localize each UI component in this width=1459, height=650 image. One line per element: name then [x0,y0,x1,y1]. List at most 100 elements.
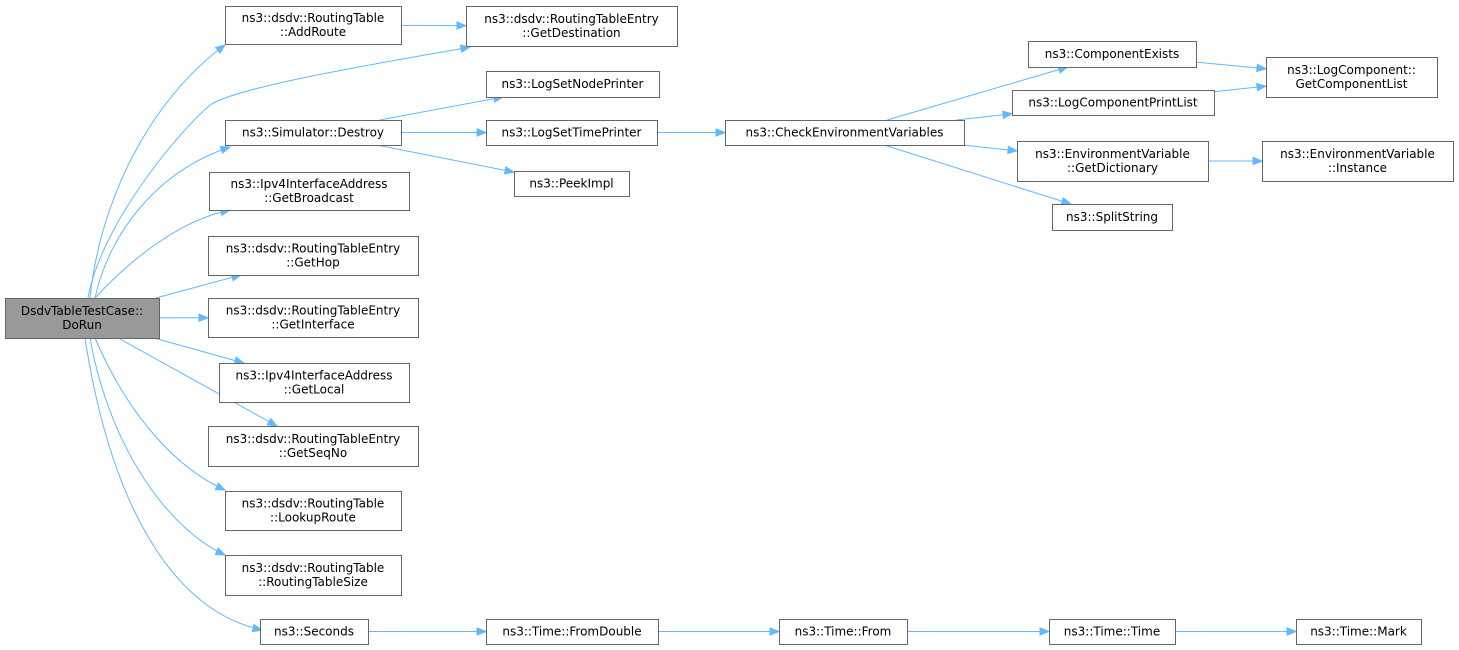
node-timetime-box [1049,619,1176,645]
node-compexists[interactable]: ns3::ComponentExists [1028,41,1197,68]
edge-checkenv-to-logprintlist-arrowhead [1002,110,1014,120]
node-root-label-0: DsdvTableTestCase:: [21,304,143,318]
node-getseqno[interactable]: ns3::dsdv::RoutingTableEntry::GetSeqNo [208,426,419,467]
node-timemark[interactable]: ns3::Time::Mark [1296,619,1422,645]
node-addroute-label-0: ns3::dsdv::RoutingTable [242,11,385,25]
node-timetime-label-0: ns3::Time::Time [1064,625,1160,639]
node-lookuproute-label-0: ns3::dsdv::RoutingTable [242,497,385,511]
node-getlocal-box [219,363,410,403]
node-getdest[interactable]: ns3::dsdv::RoutingTableEntry::GetDestina… [466,6,678,47]
node-getdest-label-1: ::GetDestination [522,26,620,40]
node-getinterface-box [208,298,419,338]
edge-root-to-tablesize [89,337,226,556]
node-timetime[interactable]: ns3::Time::Time [1049,619,1176,645]
edge-getdict-to-envinstance-arrowhead [1252,156,1264,166]
node-timemark-label-0: ns3::Time::Mark [1310,625,1407,639]
node-getcomplist-label-1: GetComponentList [1295,77,1407,91]
node-logprintlist[interactable]: ns3::LogComponentPrintList [1012,90,1215,116]
node-addroute[interactable]: ns3::dsdv::RoutingTable::AddRoute [225,6,402,45]
edge-root-to-getseqno [117,337,278,427]
node-getseqno-label-1: ::GetSeqNo [279,446,347,460]
node-timefrom[interactable]: ns3::Time::From [779,619,908,645]
edge-root-to-gethop [155,274,242,299]
edge-root-to-tablesize-arrowhead [214,547,227,556]
node-getbroadcast[interactable]: ns3::Ipv4InterfaceAddress::GetBroadcast [209,172,410,211]
node-getdest-box [466,6,678,47]
node-getinterface-label-0: ns3::dsdv::RoutingTableEntry [226,304,401,318]
node-tablesize-label-1: ::RoutingTableSize [258,575,368,589]
edge-compexists-to-getcomplist-arrowhead [1256,63,1268,73]
node-fromdouble-box [486,619,659,645]
node-tablesize-label-0: ns3::dsdv::RoutingTable [242,561,385,575]
edge-timetime-to-timemark-arrowhead [1286,627,1298,636]
node-getdict-label-1: ::GetDictionary [1067,161,1158,175]
nodes-layer: DsdvTableTestCase::DoRunns3::dsdv::Routi… [5,6,1454,645]
node-getcomplist[interactable]: ns3::LogComponent::GetComponentList [1266,57,1438,98]
node-destroy[interactable]: ns3::Simulator::Destroy [225,120,402,146]
node-getinterface[interactable]: ns3::dsdv::RoutingTableEntry::GetInterfa… [208,298,419,338]
node-getbroadcast-label-0: ns3::Ipv4InterfaceAddress [231,177,388,191]
node-getseqno-label-0: ns3::dsdv::RoutingTableEntry [226,432,401,446]
node-fromdouble-label-0: ns3::Time::FromDouble [502,625,641,639]
node-getdict-box [1017,141,1209,182]
edge-root-to-getdest [87,46,471,299]
node-getdest-label-0: ns3::dsdv::RoutingTableEntry [484,12,659,26]
node-gethop[interactable]: ns3::dsdv::RoutingTableEntry::GetHop [208,236,419,276]
node-timefrom-box [779,619,908,645]
node-envinstance[interactable]: ns3::EnvironmentVariable::Instance [1262,141,1454,182]
node-tablesize-box [225,555,402,596]
node-lookuproute[interactable]: ns3::dsdv::RoutingTable::LookupRoute [225,491,402,531]
node-destroy-label-0: ns3::Simulator::Destroy [242,126,384,140]
node-getdict[interactable]: ns3::EnvironmentVariable::GetDictionary [1017,141,1209,182]
edge-root-to-seconds [84,337,263,631]
node-timefrom-label-0: ns3::Time::From [795,625,892,639]
node-splitstring[interactable]: ns3::SplitString [1052,204,1173,231]
node-seconds-box [260,619,369,645]
edge-root-to-getlocal [153,337,244,364]
node-root-label-1: DoRun [62,318,102,332]
edge-root-to-getseqno-arrowhead [266,417,279,427]
node-getinterface-label-1: ::GetInterface [271,318,354,332]
node-getlocal-label-1: ::GetLocal [284,383,345,397]
edge-checkenv-to-compexists [886,66,1068,121]
node-getbroadcast-label-1: ::GetBroadcast [264,191,354,205]
node-lookuproute-box [225,491,402,531]
node-logtimeprinter-box [486,120,658,146]
node-tablesize[interactable]: ns3::dsdv::RoutingTable::RoutingTableSiz… [225,555,402,596]
edge-destroy-to-logtimeprinter-arrowhead [476,128,488,137]
node-splitstring-label-0: ns3::SplitString [1066,210,1158,224]
edge-logprintlist-to-getcomplist-arrowhead [1256,82,1268,92]
node-checkenv[interactable]: ns3::CheckEnvironmentVariables [725,120,965,146]
node-addroute-box [225,6,402,45]
node-logtimeprinter[interactable]: ns3::LogSetTimePrinter [486,120,658,146]
edge-root-to-addroute [89,44,226,299]
node-seconds[interactable]: ns3::Seconds [260,619,369,645]
node-root[interactable]: DsdvTableTestCase::DoRun [5,298,160,339]
edge-root-to-seconds-arrowhead [251,623,264,633]
node-getdict-label-0: ns3::EnvironmentVariable [1035,147,1190,161]
node-getbroadcast-box [209,172,410,211]
node-peekimpl[interactable]: ns3::PeekImpl [514,171,630,197]
node-lookuproute-label-1: ::LookupRoute [270,511,356,525]
node-gethop-box [208,236,419,276]
edge-fromdouble-to-timefrom-arrowhead [769,627,781,636]
edge-logtimeprinter-to-checkenv-arrowhead [715,128,727,137]
edge-checkenv-to-getdict-arrowhead [1007,145,1019,155]
node-lognodeprinter[interactable]: ns3::LogSetNodePrinter [486,71,660,98]
node-splitstring-box [1052,204,1173,231]
edge-destroy-to-lognodeprinter [379,96,504,121]
node-gethop-label-0: ns3::dsdv::RoutingTableEntry [226,242,401,256]
node-envinstance-label-1: ::Instance [1328,161,1387,175]
node-timemark-box [1296,619,1422,645]
node-gethop-label-1: ::GetHop [286,256,339,270]
node-getlocal[interactable]: ns3::Ipv4InterfaceAddress::GetLocal [219,363,410,403]
edge-checkenv-to-splitstring-arrowhead [1060,197,1073,206]
node-logprintlist-box [1012,90,1215,116]
edge-destroy-to-peekimpl [376,144,515,173]
edge-timefrom-to-timetime-arrowhead [1039,627,1051,636]
node-logprintlist-label-0: ns3::LogComponentPrintList [1028,96,1198,110]
edge-root-to-addroute-arrowhead [214,44,227,55]
node-fromdouble[interactable]: ns3::Time::FromDouble [486,619,659,645]
edge-root-to-lookuproute [94,337,226,491]
